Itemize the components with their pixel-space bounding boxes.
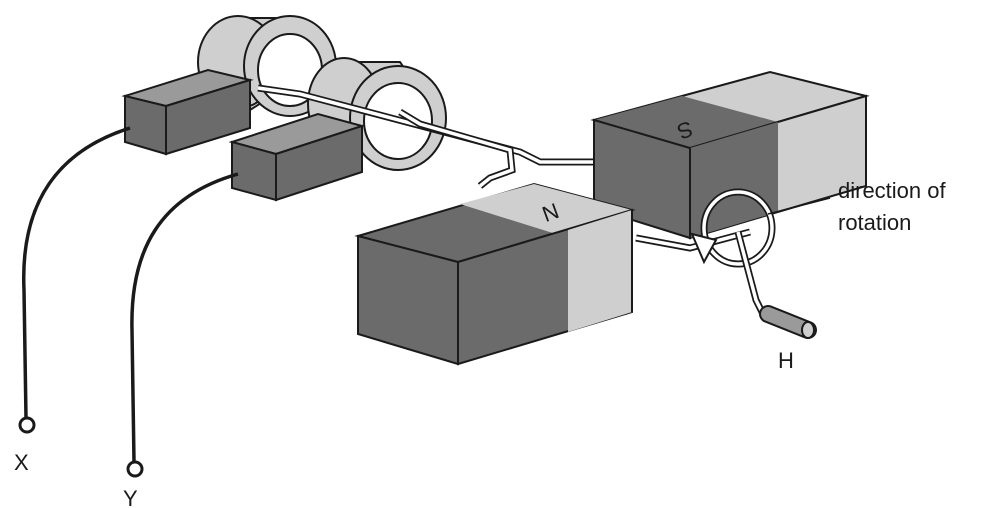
rotation-label-line2: rotation [838, 210, 911, 235]
terminal-y-label: Y [123, 486, 138, 508]
rotation-label-line1: direction of [838, 178, 947, 203]
magnet-south: S [590, 70, 870, 240]
handle-label: H [778, 348, 794, 373]
brush-front [228, 112, 366, 202]
brush-back [121, 68, 254, 156]
lead-y [126, 172, 239, 478]
rotation-arrow [690, 188, 776, 268]
rotation-leader-line [767, 197, 831, 215]
terminal-x-label: X [14, 450, 29, 475]
crank-handle [734, 231, 817, 339]
magnet-north: N [354, 182, 636, 366]
lead-x [18, 126, 131, 434]
